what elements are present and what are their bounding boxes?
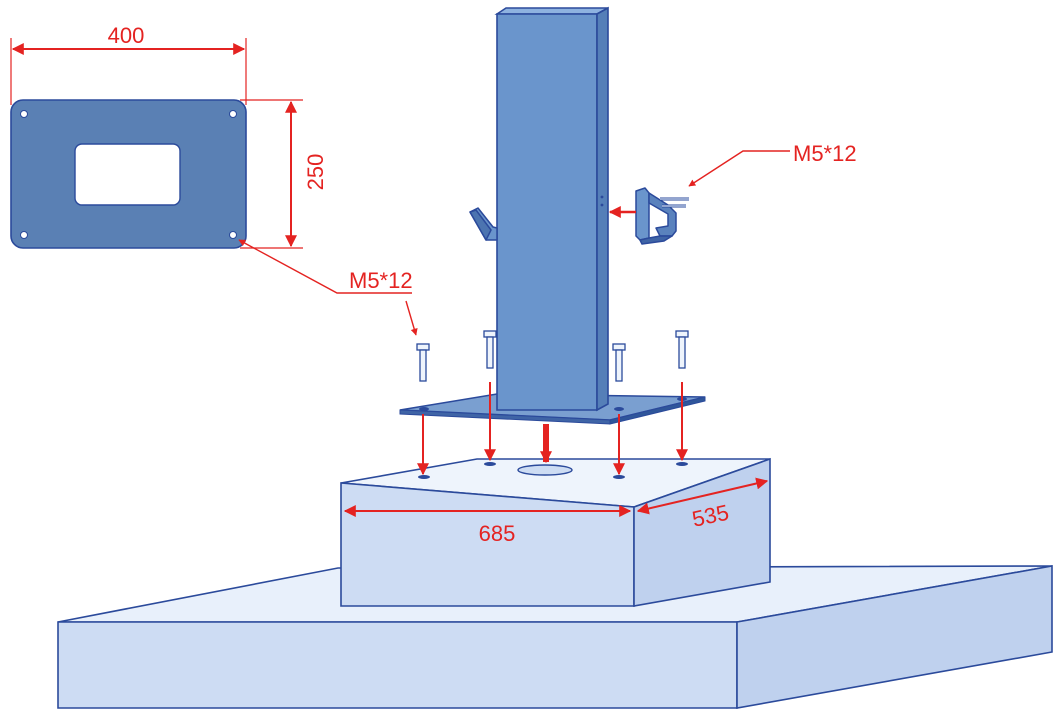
plate-cutout [74, 143, 181, 206]
anchor-hole [676, 462, 688, 466]
pole-front [496, 13, 598, 411]
dim-535-line [636, 477, 769, 515]
ground-slab [57, 565, 1053, 709]
right-bracket-shadow [639, 235, 673, 245]
anchor-hole [484, 462, 496, 466]
anchor-hole [613, 475, 625, 479]
plate-bolt-leader [238, 239, 412, 294]
ground-slab-side [736, 565, 1053, 709]
bracket-bolt-callout: M5*12 [793, 141, 857, 166]
anchor-bolt [675, 330, 689, 369]
anchor-bolt [612, 343, 626, 382]
plate-hole [614, 407, 624, 411]
plate-hole [419, 407, 429, 411]
right-bracket [635, 187, 689, 245]
pole-top [494, 7, 609, 15]
pole-screw-hole [600, 195, 604, 199]
dim-685-label: 685 [479, 521, 516, 546]
plate-drawing [10, 99, 247, 249]
pole-screw-hole [600, 203, 604, 207]
plate-bolt-callout: M5*12 [349, 268, 413, 293]
labels: 400 250 M5*12 M5*12 685 535 [108, 23, 857, 546]
plate-corner-hole [20, 110, 28, 118]
anchor-bolt [483, 330, 497, 369]
left-hook-bracket-face [469, 209, 492, 241]
bracket-bolt-leader [688, 150, 790, 187]
pole-side [596, 6, 609, 412]
plate-corner-hole [229, 231, 237, 239]
anchor-hole [418, 475, 430, 479]
plate-corner-hole [20, 231, 28, 239]
annotations [10, 38, 790, 517]
ground-slab-front [57, 621, 738, 709]
plate-bolt-leader-down [405, 300, 418, 336]
anchor-bolt [416, 343, 430, 382]
anchor-bolts [416, 330, 689, 382]
cable-hole [517, 464, 573, 476]
right-bracket-plate [635, 187, 650, 241]
foundation-block [340, 457, 771, 607]
plate-corner-hole [229, 110, 237, 118]
pole [494, 6, 609, 412]
dim-250-label: 250 [303, 154, 328, 191]
left-hook-bracket [469, 207, 498, 241]
dim-400-label: 400 [108, 23, 145, 48]
